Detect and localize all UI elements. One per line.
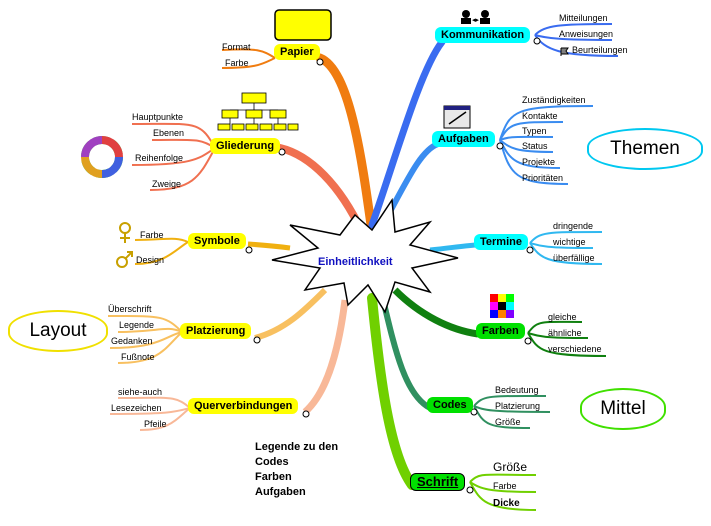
connector-dot: [302, 410, 310, 418]
color-wheel-icon: [81, 136, 123, 178]
child-codes-groesse[interactable]: Größe: [495, 417, 521, 427]
color-grid-icon: [490, 294, 514, 318]
node-papier[interactable]: Papier: [274, 44, 320, 60]
child-quer-lesezeichen[interactable]: Lesezeichen: [111, 403, 162, 413]
connector-dot: [533, 37, 541, 45]
child-termine-ueberfaellige[interactable]: überfällige: [553, 253, 595, 263]
node-termine[interactable]: Termine: [474, 234, 528, 250]
center-starburst: [271, 197, 459, 314]
connector-dot: [466, 486, 474, 494]
legend-line: Aufgaben: [255, 486, 306, 498]
connector-dot: [278, 148, 286, 156]
svg-text:◂▸: ◂▸: [472, 17, 480, 24]
child-schrift-groesse[interactable]: Größe: [493, 460, 528, 474]
child-farben-aehnliche[interactable]: ähnliche: [548, 328, 582, 338]
child-platzierung-ueberschrift[interactable]: Überschrift: [108, 304, 152, 314]
branch-farben: [392, 287, 479, 338]
node-querverbindungen[interactable]: Querverbindungen: [188, 398, 299, 414]
node-codes[interactable]: Codes: [427, 397, 473, 413]
branch-papier: [315, 53, 377, 237]
child-gliederung-zweige[interactable]: Zweige: [152, 179, 182, 189]
branch-gliederung: [276, 144, 366, 236]
child-termine-dringende[interactable]: dringende: [553, 221, 594, 231]
child-aufg-zustaendigkeiten[interactable]: Zuständigkeiten: [522, 95, 586, 105]
child-codes-platzierung[interactable]: Platzierung: [495, 401, 541, 411]
node-symbole[interactable]: Symbole: [188, 233, 246, 249]
connector-dot: [470, 408, 478, 416]
cloud-themen[interactable]: Themen: [587, 128, 703, 170]
child-schrift-farbe[interactable]: Farbe: [493, 481, 517, 491]
legend-line: Legende zu den: [255, 441, 339, 453]
branch-codes: [379, 294, 432, 411]
child-gliederung-hauptpunkte[interactable]: Hauptpunkte: [132, 112, 184, 122]
org-chart-icon: [217, 92, 299, 131]
node-farben[interactable]: Farben: [476, 323, 525, 339]
connector-dot: [526, 246, 534, 254]
child-aufg-typen[interactable]: Typen: [522, 126, 547, 136]
child-papier-farbe[interactable]: Farbe: [225, 58, 249, 68]
child-gliederung-reihenfolge[interactable]: Reihenfolge: [135, 153, 184, 163]
child-aufg-status[interactable]: Status: [522, 141, 548, 151]
male-symbol-icon: [116, 251, 133, 268]
branch-platzierung: [254, 287, 328, 341]
branch-termine: [429, 242, 477, 253]
child-aufg-kontakte[interactable]: Kontakte: [522, 111, 558, 121]
connector-dot: [524, 337, 532, 345]
legend: Legende zu den Codes Farben Aufgaben: [255, 440, 338, 500]
cloud-layout[interactable]: Layout: [8, 310, 108, 352]
child-codes-bedeutung[interactable]: Bedeutung: [495, 385, 539, 395]
child-schrift-dicke[interactable]: Dicke: [493, 498, 520, 509]
child-platzierung-fussnote[interactable]: Fußnote: [121, 352, 155, 362]
branch-querverbindungen: [302, 299, 349, 415]
connector-dot: [253, 336, 261, 344]
female-symbol-icon: [119, 222, 131, 243]
child-symbole-farbe[interactable]: Farbe: [140, 230, 164, 240]
connector-dot: [316, 58, 324, 66]
connector-dot: [496, 142, 504, 150]
child-papier-format[interactable]: Format: [222, 42, 251, 52]
child-platzierung-gedanken[interactable]: Gedanken: [111, 336, 153, 346]
papier-frame-icon: [274, 9, 332, 41]
child-komm-mitteilungen[interactable]: Mitteilungen: [559, 13, 608, 23]
node-aufgaben[interactable]: Aufgaben: [432, 131, 495, 147]
child-farben-gleiche[interactable]: gleiche: [548, 312, 577, 322]
child-gliederung-ebenen[interactable]: Ebenen: [153, 128, 185, 138]
node-platzierung[interactable]: Platzierung: [180, 323, 252, 339]
node-gliederung[interactable]: Gliederung: [210, 138, 281, 154]
branch-kommunikation: [368, 38, 446, 229]
child-quer-siehe-auch[interactable]: siehe-auch: [118, 387, 163, 397]
flag-icon: [560, 47, 569, 56]
center-label[interactable]: Einheitlichkeit: [318, 256, 393, 268]
child-farben-verschiedene[interactable]: verschiedene: [548, 344, 602, 354]
connector-dot: [245, 246, 253, 254]
child-aufg-projekte[interactable]: Projekte: [522, 157, 556, 167]
legend-line: Farben: [255, 471, 292, 483]
child-termine-wichtige[interactable]: wichtige: [553, 237, 586, 247]
child-platzierung-legende[interactable]: Legende: [119, 320, 155, 330]
node-kommunikation[interactable]: Kommunikation: [435, 27, 531, 43]
child-quer-pfeile[interactable]: Pfeile: [144, 419, 167, 429]
legend-line: Codes: [255, 456, 289, 468]
child-aufg-prioritaeten[interactable]: Prioritäten: [522, 173, 564, 183]
child-symbole-design[interactable]: Design: [136, 255, 165, 265]
cloud-mittel[interactable]: Mittel: [580, 388, 666, 430]
task-window-icon: [443, 105, 471, 129]
people-icon: ◂▸: [461, 10, 490, 24]
branch-symbole: [247, 241, 291, 251]
node-schrift[interactable]: Schrift: [410, 473, 466, 491]
child-komm-beurteilungen[interactable]: Beurteilungen: [572, 45, 628, 55]
branch-schrift: [367, 293, 417, 490]
child-komm-anweisungen[interactable]: Anweisungen: [559, 29, 614, 39]
